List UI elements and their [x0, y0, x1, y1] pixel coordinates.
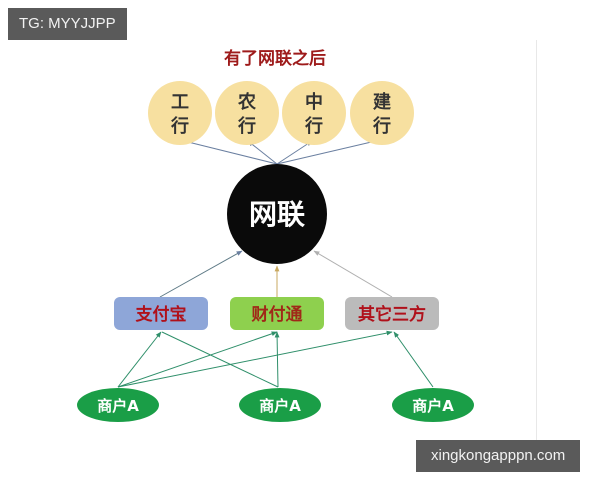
bank-node-abc: 农 行	[215, 81, 279, 145]
provider-node-other: 其它三方	[345, 297, 439, 330]
edge-m1-tenpay	[117, 331, 278, 388]
bank-label-line1: 中	[305, 91, 323, 113]
edge-m2-alipay	[161, 331, 279, 388]
diagram-title: 有了网联之后	[224, 48, 326, 69]
merchant-node-3: 商户A	[392, 388, 474, 422]
edge-m1-alipay	[117, 331, 162, 388]
edge-hub-boc	[276, 140, 313, 165]
watermark-top-left: TG: MYYJJPP	[8, 8, 127, 40]
provider-label: 财付通	[251, 304, 303, 325]
page-divider	[536, 40, 537, 440]
hub-to-bank-edges	[179, 138, 381, 165]
provider-to-hub-edges	[159, 250, 393, 298]
bank-node-ccb: 建 行	[350, 81, 414, 145]
edge-hub-abc	[247, 140, 278, 165]
edge-hub-icbc	[179, 138, 278, 165]
hub-label: 网联	[249, 198, 305, 231]
edge-m2-tenpay	[274, 331, 280, 388]
bank-label-line1: 农	[237, 91, 256, 113]
bank-label-line2: 行	[170, 115, 189, 137]
edge-m1-other	[117, 330, 393, 388]
watermark-bottom-right: xingkongapppn.com	[416, 440, 581, 472]
provider-node-tenpay: 财付通	[230, 297, 324, 330]
merchant-label: 商户A	[97, 397, 139, 415]
bank-node-boc: 中 行	[282, 81, 346, 145]
provider-label: 支付宝	[136, 304, 187, 325]
merchant-to-provider-edges	[117, 330, 434, 388]
edge-alipay-hub	[159, 250, 243, 298]
merchant-nodes: 商户A 商户A 商户A	[77, 388, 474, 422]
bank-label-line1: 工	[171, 92, 189, 113]
provider-nodes: 支付宝 财付通 其它三方	[114, 297, 439, 330]
bank-nodes: 工 行 农 行 中 行 建 行	[148, 81, 414, 145]
provider-label: 其它三方	[358, 304, 426, 325]
edge-m3-other	[393, 331, 434, 388]
bank-node-icbc: 工 行	[148, 81, 212, 145]
merchant-node-1: 商户A	[77, 388, 159, 422]
merchant-label: 商户A	[412, 397, 454, 415]
edge-other-hub	[313, 250, 393, 298]
bank-label-line2: 行	[304, 115, 323, 137]
bank-label-line1: 建	[373, 91, 391, 113]
merchant-node-2: 商户A	[239, 388, 321, 422]
merchant-label: 商户A	[259, 397, 301, 415]
hub-node-wanglian: 网联	[227, 164, 327, 264]
bank-label-line2: 行	[372, 115, 391, 137]
bank-label-line2: 行	[237, 115, 256, 137]
edge-hub-ccb	[276, 138, 381, 165]
provider-node-alipay: 支付宝	[114, 297, 208, 330]
